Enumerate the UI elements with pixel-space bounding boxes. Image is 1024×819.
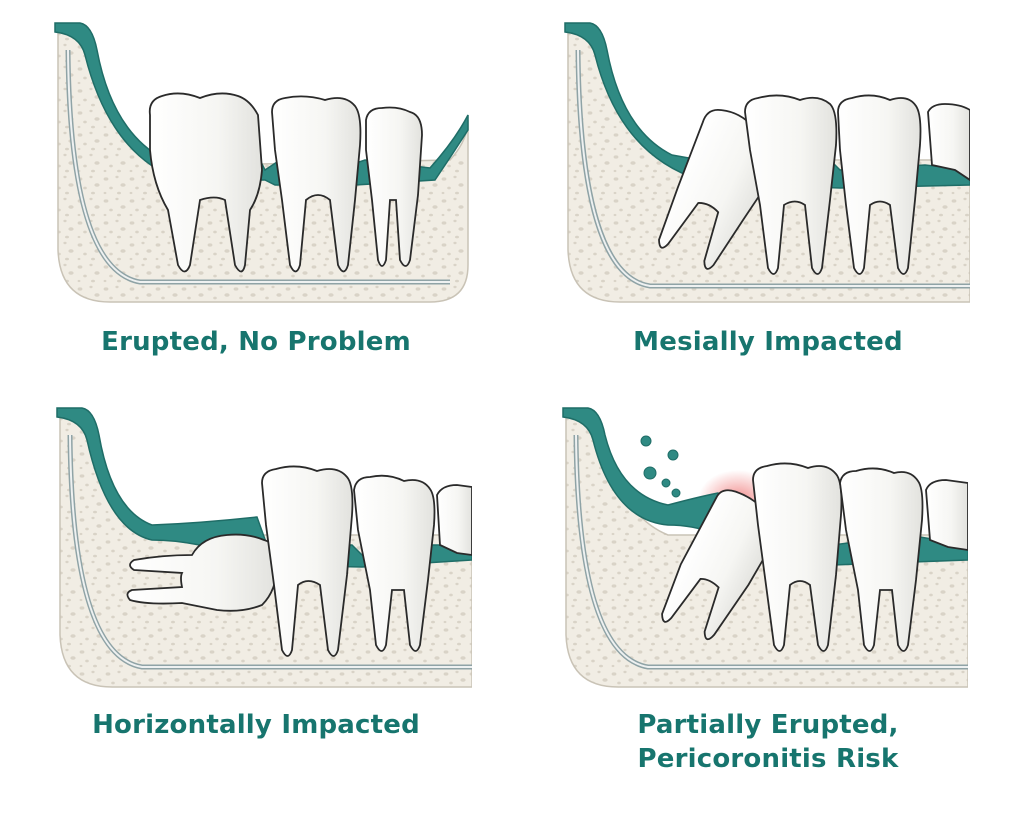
bacteria-icon	[640, 435, 681, 498]
nerve-canal	[69, 434, 472, 668]
nerve-canal	[577, 49, 970, 287]
nerve-canal	[575, 434, 968, 668]
molar-tooth	[837, 94, 922, 275]
caption-horizontal: Horizontally Impacted	[0, 708, 512, 742]
premolar-tooth	[365, 106, 423, 267]
caption-line: Partially Erupted,	[637, 710, 899, 740]
panel-mesial	[560, 20, 970, 310]
panel-horizontal	[52, 405, 472, 695]
wisdom-tooth	[126, 533, 278, 612]
panel-erupted	[50, 20, 470, 310]
molar-tooth	[744, 94, 838, 275]
caption-line: Pericoronitis Risk	[637, 744, 899, 774]
wisdom-tooth	[661, 489, 776, 641]
partial-illustration	[562, 407, 968, 688]
molar-tooth	[752, 462, 843, 652]
erupted-illustration	[54, 22, 469, 303]
caption-mesial: Mesially Impacted	[512, 325, 1024, 359]
caption-line: Mesially Impacted	[633, 327, 903, 357]
caption-line: Erupted, No Problem	[101, 327, 411, 357]
horizontal-illustration	[56, 407, 472, 688]
premolar-tooth	[925, 479, 968, 551]
gum	[54, 22, 469, 186]
caption-erupted: Erupted, No Problem	[0, 325, 512, 359]
premolar-tooth	[927, 103, 970, 182]
panel-partial	[558, 405, 968, 695]
nerve-canal	[67, 49, 450, 283]
caption-partial: Partially Erupted, Pericoronitis Risk	[512, 708, 1024, 776]
molar-tooth	[261, 465, 354, 657]
caption-line: Horizontally Impacted	[92, 710, 420, 740]
molar-tooth	[271, 95, 362, 273]
wisdom-tooth	[148, 92, 263, 273]
premolar-tooth	[436, 484, 472, 556]
molar-tooth	[839, 467, 924, 652]
molar-tooth	[353, 474, 436, 652]
mesial-illustration	[564, 22, 970, 303]
